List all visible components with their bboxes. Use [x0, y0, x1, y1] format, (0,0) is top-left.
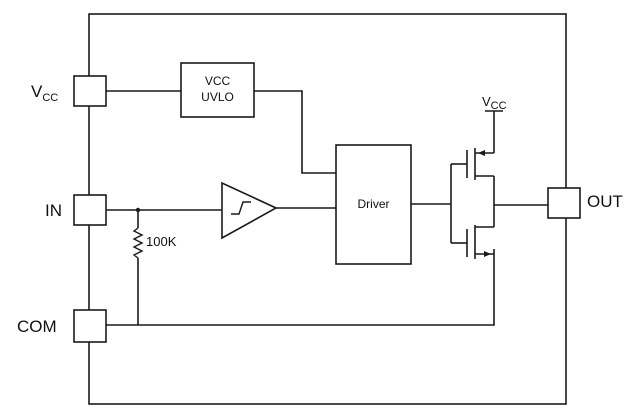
driver-label: Driver — [358, 197, 390, 211]
pin-vcc-label: VCC — [31, 82, 58, 104]
resistor-value-label: 100K — [146, 234, 177, 249]
schmitt-trigger-buffer — [221, 181, 278, 240]
pin-in — [73, 194, 107, 226]
driver-block — [335, 144, 412, 265]
uvlo-block — [180, 62, 255, 118]
output-stage: VCC — [450, 94, 507, 259]
junction-dot — [135, 207, 141, 213]
low-side-arrow — [484, 251, 491, 257]
wire-com-rail — [106, 249, 495, 326]
pulldown-resistor — [132, 227, 144, 259]
pin-out — [547, 187, 581, 219]
supply-label: VCC — [482, 94, 507, 112]
high-side-arrow — [478, 150, 485, 156]
pin-vcc — [73, 75, 107, 107]
uvlo-label-line2: UVLO — [201, 90, 234, 104]
hysteresis-icon — [231, 201, 251, 215]
pin-com — [73, 309, 107, 343]
wire-uvlo-driver — [254, 90, 336, 174]
pin-com-label: COM — [17, 317, 57, 336]
pin-in-label: IN — [45, 201, 62, 220]
ic-outline — [88, 13, 567, 405]
uvlo-label-line1: VCC — [205, 74, 231, 88]
pin-out-label: OUT — [587, 192, 623, 211]
